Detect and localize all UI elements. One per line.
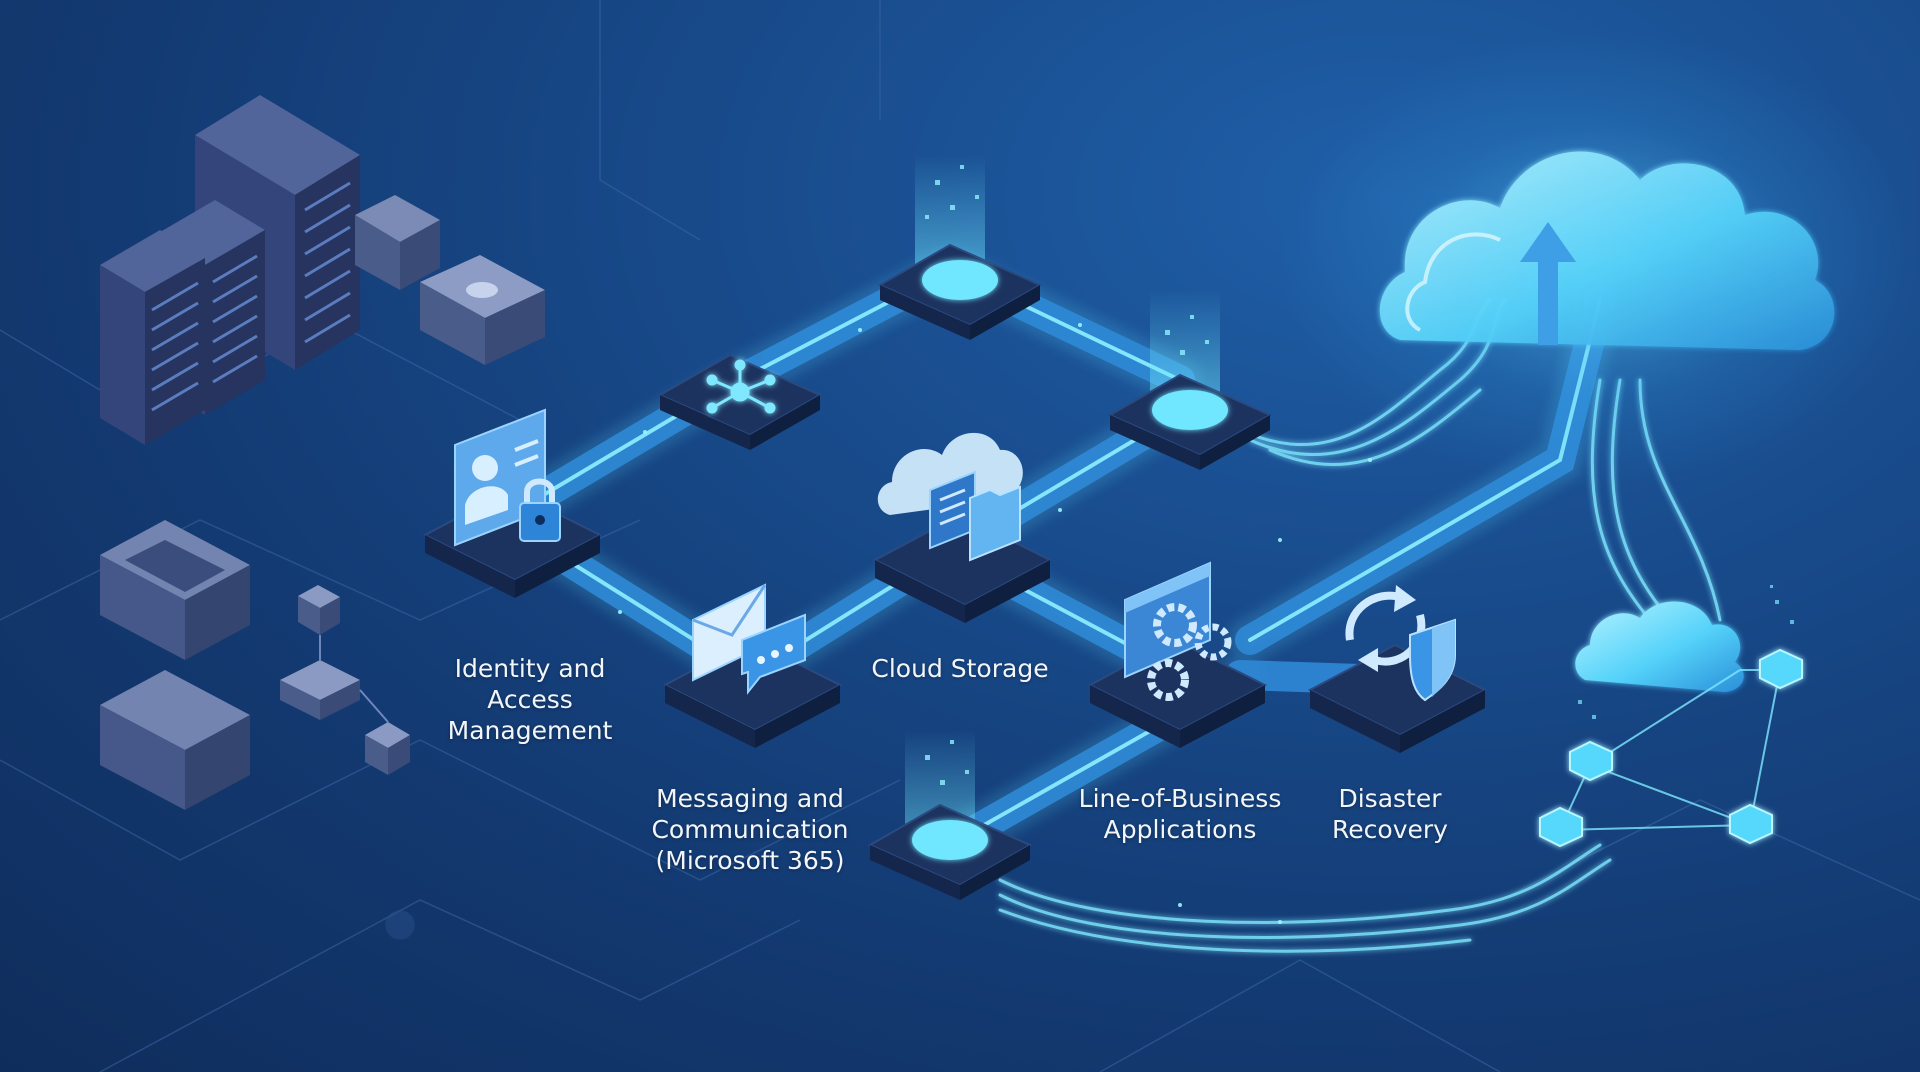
- main-cloud: [1280, 30, 1920, 490]
- label-line-of-business-applications: Line-of-Business Applications: [1078, 784, 1282, 844]
- cloud-storage-node: [872, 432, 1053, 623]
- hexagon-node: [1729, 803, 1773, 845]
- glow-particles: [618, 323, 1372, 924]
- label-messaging-communication: Messaging and Communication (Microsoft 3…: [651, 784, 849, 875]
- label-identity-access-management: Identity and Access Management: [447, 654, 613, 745]
- cloud-icon: [1575, 601, 1744, 692]
- hexagon-node: [1539, 806, 1583, 848]
- beam-nodes: [867, 155, 1273, 900]
- label-cloud-storage: Cloud Storage: [871, 654, 1049, 683]
- app-window-gears-icon: [1124, 561, 1232, 701]
- sync-shield-icon: [1345, 585, 1456, 702]
- envelope-chat-icon: [692, 583, 806, 695]
- network-appliance-icon: [100, 520, 410, 810]
- edge-cloud-network: [1539, 585, 1803, 848]
- hexagon-node: [1569, 740, 1613, 782]
- cloud-upload-icon: [1520, 222, 1576, 345]
- label-disaster-recovery: Disaster Recovery: [1332, 784, 1448, 844]
- hexagon-node: [1759, 648, 1803, 690]
- cloud-folder-icon: [877, 432, 1023, 562]
- network-hub-icon: [706, 359, 776, 414]
- messaging-node: [662, 583, 843, 748]
- line-of-business-node: [1087, 561, 1268, 748]
- hub-node: [657, 353, 823, 450]
- server-rack-icon: [100, 95, 545, 445]
- id-card-lock-icon: [454, 408, 561, 547]
- disaster-recovery-node: [1307, 585, 1488, 753]
- identity-node: [422, 408, 603, 598]
